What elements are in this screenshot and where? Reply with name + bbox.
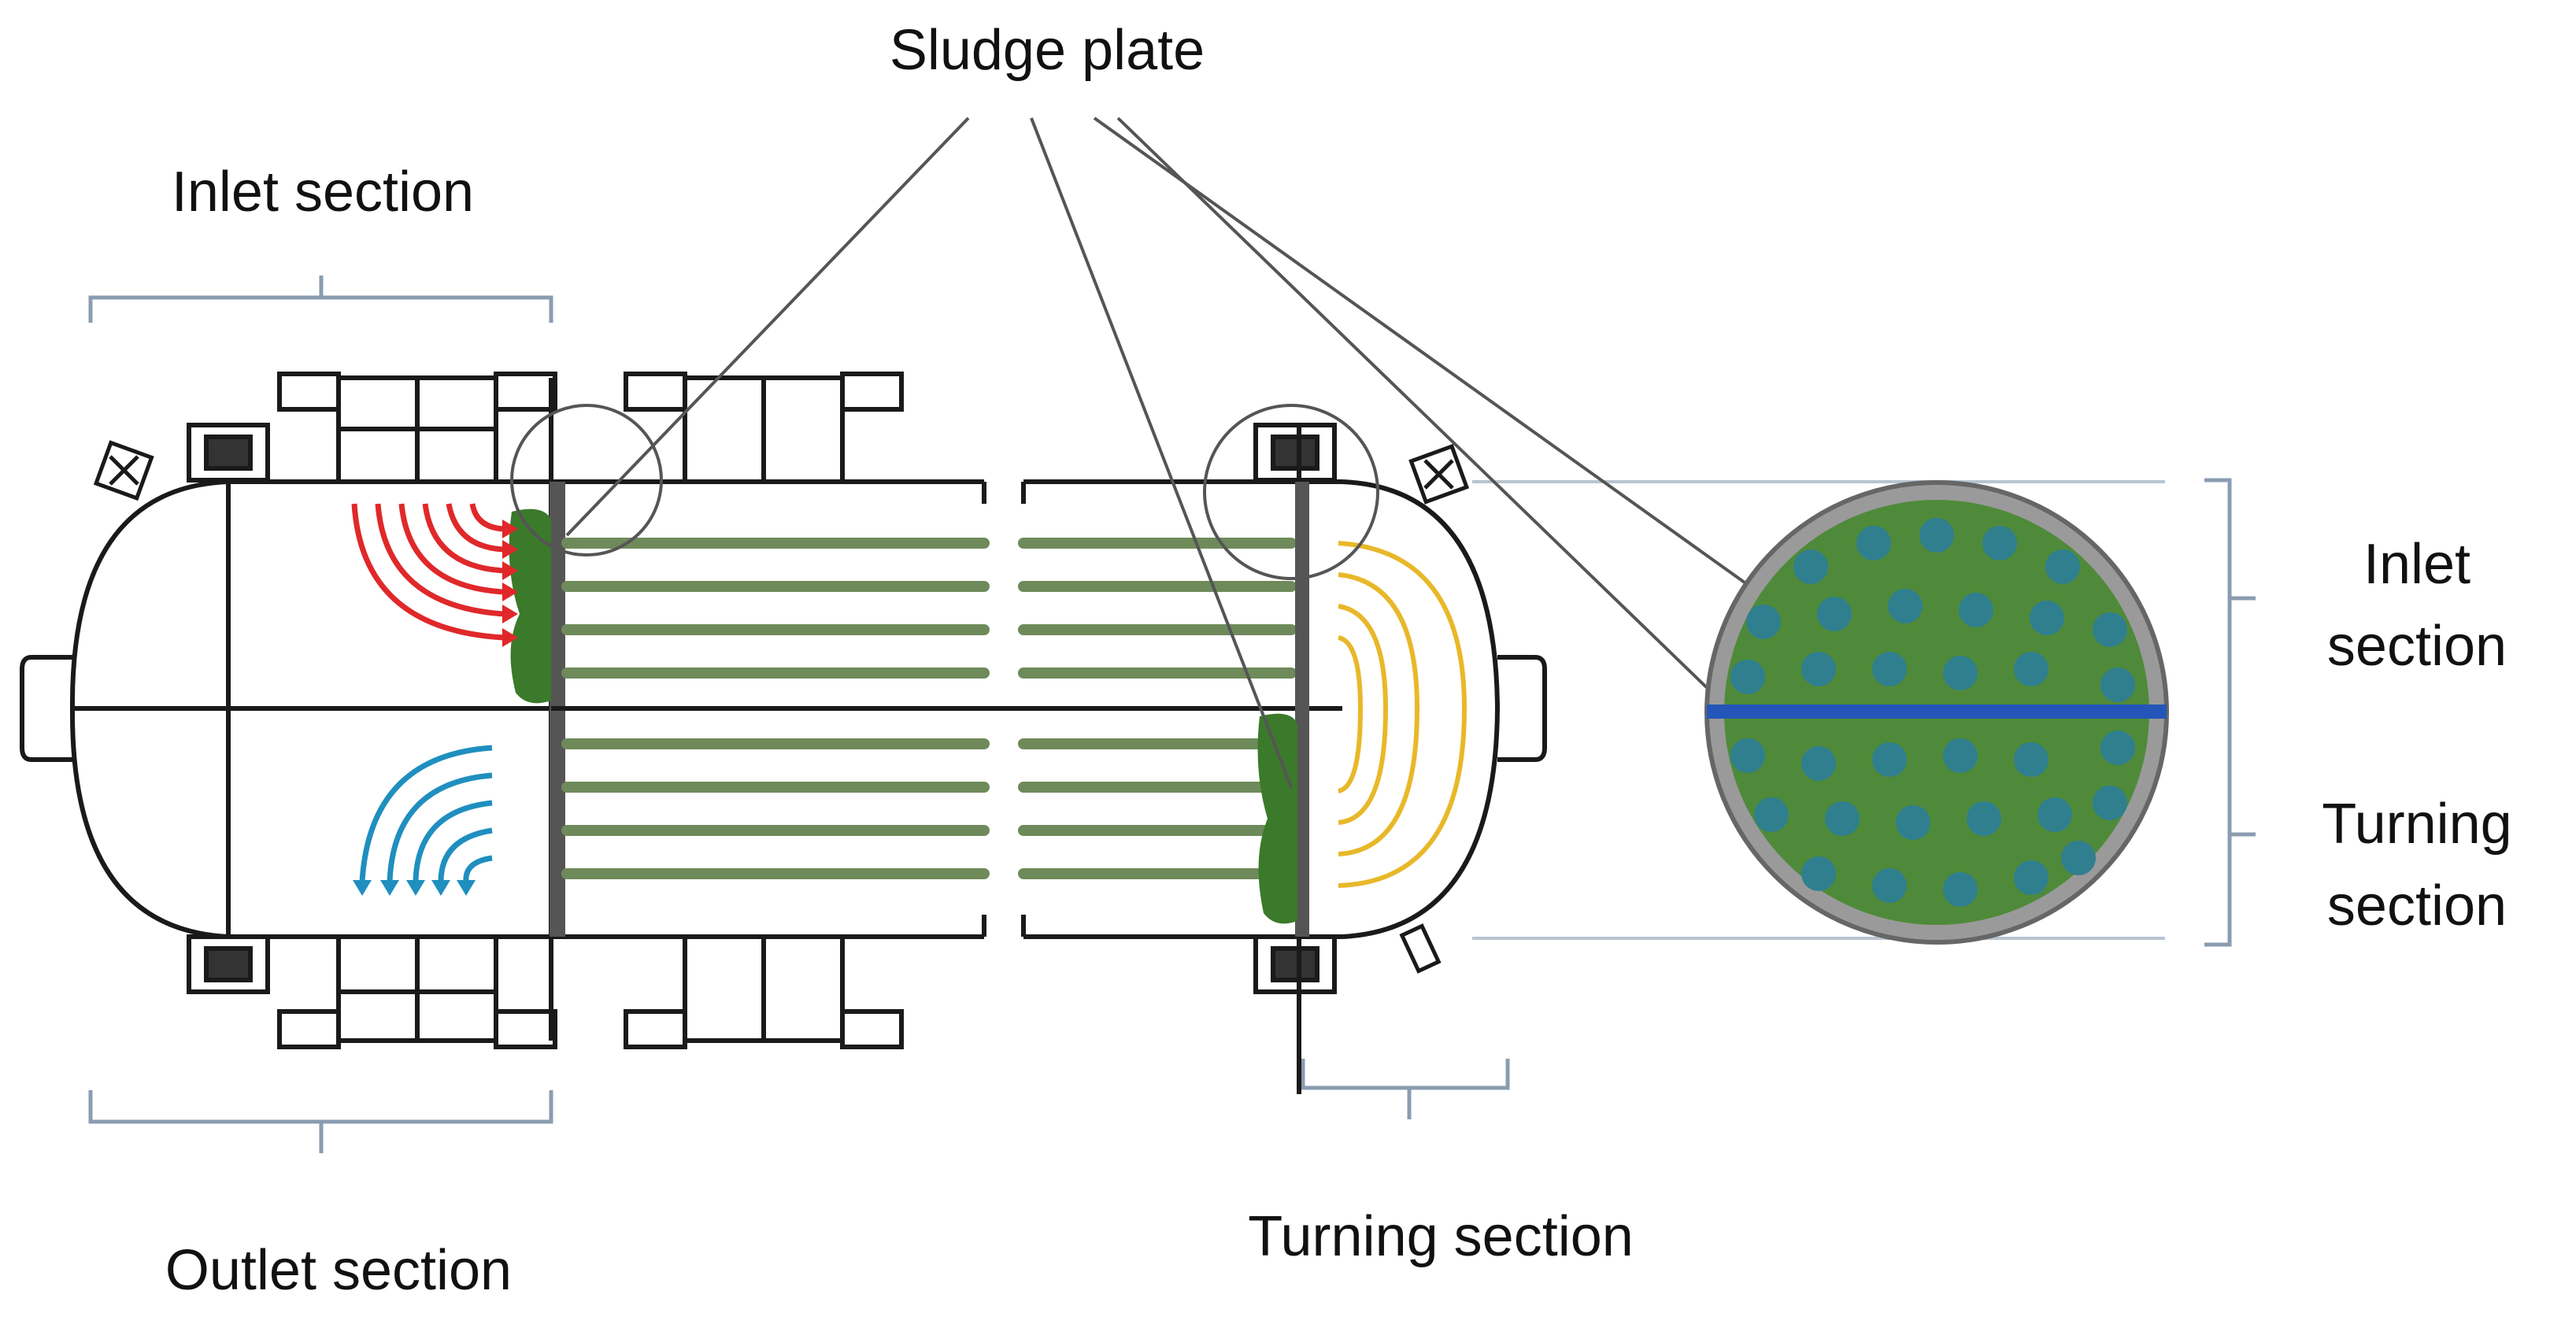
label-turning-section-bottom: Turning section: [1248, 1205, 1634, 1268]
inlet-flow-arrowheads: [502, 520, 518, 647]
inlet-flow-arrows: [351, 503, 505, 641]
label-outlet-section-bottom: Outlet section: [165, 1239, 513, 1302]
outlet-flow-arrowheads: [353, 880, 476, 896]
label-cross-section-turning: Turning section: [2275, 783, 2559, 948]
label-cross-inlet-line1: Inlet: [2363, 533, 2471, 596]
detail-circles: [510, 404, 1379, 580]
projection-lines: [1472, 480, 2165, 940]
tube-sheet-cross-section: [1704, 480, 2169, 945]
tube-sheet-right: [1295, 482, 1309, 937]
tube-hole-dots: [1730, 518, 2135, 907]
bracket-turning-bottom: [1301, 1059, 1510, 1119]
label-cross-turning-line2: section: [2326, 875, 2508, 938]
label-inlet-section-top: Inlet section: [171, 161, 475, 224]
label-cross-section-inlet: Inlet section: [2275, 523, 2559, 688]
sludge-deposit-left: [509, 509, 551, 704]
vent-valves: [93, 440, 1470, 974]
outlet-flow-arrows: [359, 745, 493, 882]
bracket-cross-section-right: [2204, 478, 2256, 947]
nozzles-top: [277, 372, 904, 484]
bracket-outlet-bottom: [88, 1090, 553, 1153]
sludge-deposit-right: [1257, 713, 1297, 924]
nozzles-bottom: [277, 934, 904, 1049]
label-sludge-plate: Sludge plate: [889, 19, 1205, 82]
label-cross-turning-line1: Turning: [2322, 793, 2512, 856]
turning-flow-arrows: [1338, 541, 1468, 888]
label-cross-inlet-line2: section: [2326, 615, 2508, 679]
bracket-inlet-top: [88, 276, 553, 323]
tube-bundle-left: [561, 538, 990, 879]
pass-partition-baffle: [1707, 705, 2167, 719]
side-lugs: [20, 655, 1547, 762]
